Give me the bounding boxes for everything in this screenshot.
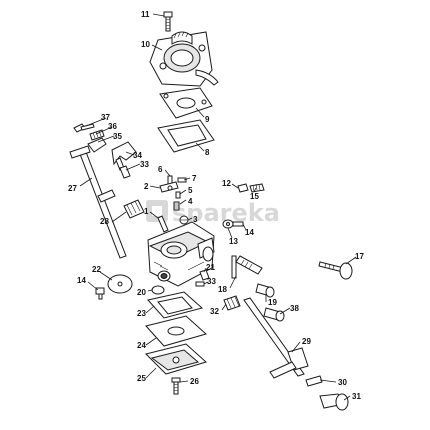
part-36-spring (89, 129, 105, 141)
part-8-gasket (157, 119, 215, 153)
callout-36: 36 (108, 122, 117, 131)
part-11-screw (163, 11, 173, 32)
callout-34: 34 (133, 151, 142, 160)
callout-8: 8 (205, 148, 210, 157)
callout-5: 5 (188, 186, 193, 195)
part-33-detent (119, 165, 131, 179)
callout-38: 38 (290, 304, 299, 313)
callout-4: 4 (188, 197, 193, 206)
part-15-spring (249, 183, 265, 193)
callout-35: 35 (113, 132, 122, 141)
watermark: spareka (146, 199, 280, 227)
part-28-spring (123, 199, 145, 219)
callout-37: 37 (101, 113, 110, 122)
callout-9: 9 (205, 115, 210, 124)
callout-23: 23 (137, 309, 146, 318)
part-29-throttle-shaft (243, 297, 309, 379)
callout-labels: 11 10 9 8 37 36 35 34 33 27 28 6 7 2 5 4… (68, 10, 364, 401)
callout-26: 26 (190, 377, 199, 386)
callout-33-lower: 33 (207, 277, 216, 286)
callout-6: 6 (158, 165, 163, 174)
part-24-diaphragm (145, 315, 208, 347)
part-12-adjust-screw (237, 183, 249, 193)
callout-30: 30 (338, 378, 347, 387)
carburetor-body (147, 221, 215, 287)
callout-10: 10 (141, 40, 150, 49)
part-31-knob (319, 393, 349, 411)
callout-29: 29 (302, 337, 311, 346)
part-2-lever (159, 181, 179, 193)
part-19-screw (255, 283, 275, 298)
callout-7: 7 (192, 174, 197, 183)
callout-14-lower: 14 (77, 276, 86, 285)
part-20-disc (151, 285, 165, 295)
part-38-screw (263, 307, 285, 322)
callout-15: 15 (250, 192, 259, 201)
part-37-screw (73, 123, 95, 133)
part-7-clip (177, 177, 187, 183)
callout-25: 25 (137, 374, 146, 383)
part-13-washer (222, 219, 234, 229)
callout-21: 21 (206, 263, 215, 272)
part-35-lever (87, 137, 107, 153)
callout-13: 13 (229, 237, 238, 246)
part-4-spring (173, 201, 180, 211)
callout-33-upper: 33 (140, 160, 149, 169)
watermark-logo-inner (152, 206, 162, 216)
part-21-screw (199, 269, 210, 281)
part-32-spring (223, 295, 241, 311)
part-17-idle-screw (318, 261, 353, 280)
callout-12: 12 (222, 179, 231, 188)
part-5-screw (175, 191, 181, 199)
callout-18: 18 (218, 285, 227, 294)
callout-28: 28 (100, 217, 109, 226)
callout-17: 17 (355, 252, 364, 261)
leader-lines (79, 13, 357, 401)
callout-31: 31 (352, 392, 361, 401)
part-3-screw (179, 215, 189, 225)
callout-32: 32 (210, 307, 219, 316)
callout-14-upper: 14 (245, 228, 254, 237)
callout-27: 27 (68, 184, 77, 193)
part-25-cover (145, 343, 207, 375)
part-22-diaphragm (107, 274, 133, 294)
part-9-diaphragm (159, 87, 213, 119)
callout-1: 1 (144, 207, 149, 216)
callout-2: 2 (144, 182, 149, 191)
callout-3: 3 (193, 215, 198, 224)
callout-19: 19 (268, 298, 277, 307)
callout-20: 20 (137, 288, 146, 297)
part-30-lever (305, 375, 323, 387)
part-14-screw-upper (232, 221, 244, 227)
part-10-housing (149, 31, 219, 87)
part-26-screw (171, 377, 181, 395)
part-33-screw-lower (195, 281, 205, 287)
callout-24: 24 (137, 341, 146, 350)
part-18-jet (231, 255, 263, 279)
callout-22: 22 (92, 265, 101, 274)
part-23-gasket (147, 291, 204, 319)
part-1-needle (157, 215, 169, 233)
callout-11: 11 (141, 10, 150, 19)
